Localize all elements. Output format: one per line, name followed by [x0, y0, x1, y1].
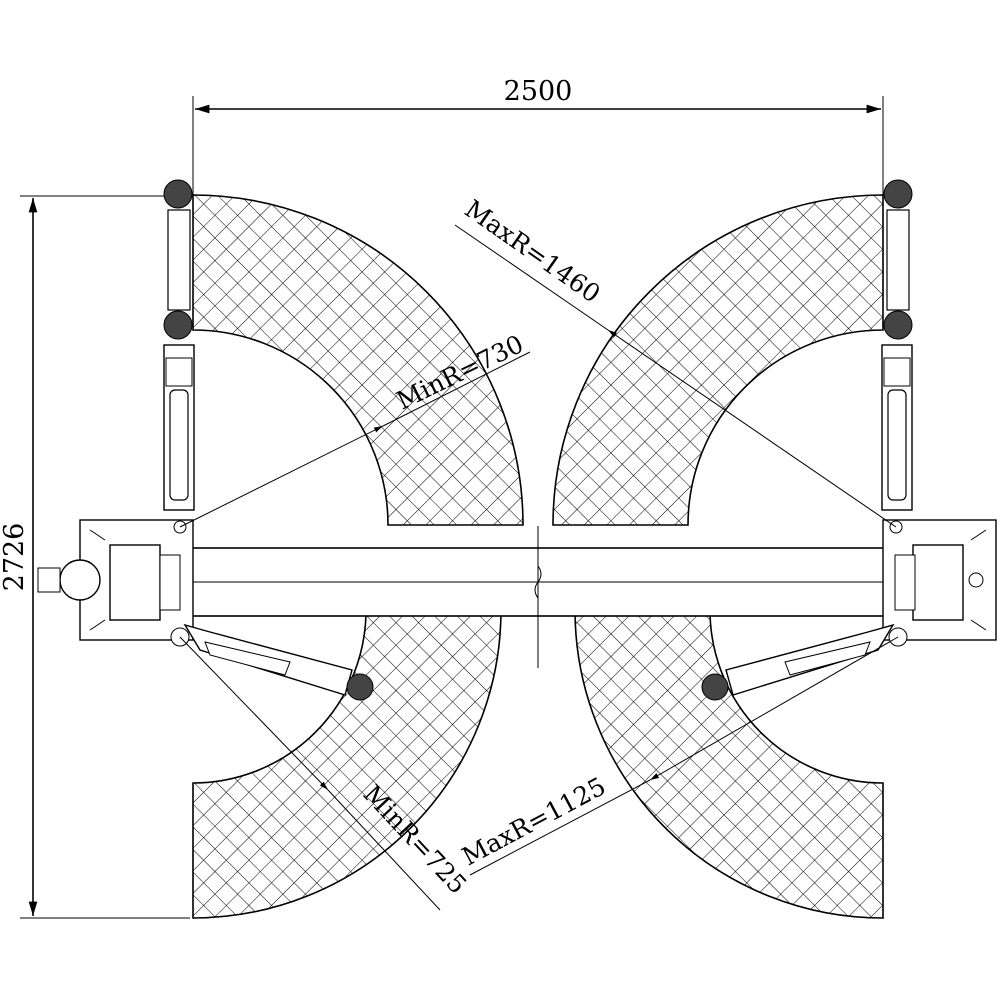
- height-dimension-label: 2726: [0, 523, 30, 592]
- left-upper-arm: [163, 179, 195, 511]
- left-post: [37, 519, 194, 647]
- width-dimension: 2500: [192, 76, 884, 195]
- right-lower-arm: [701, 623, 895, 701]
- lift-pad-icon: [163, 310, 193, 340]
- sweep-upper-left: [192, 194, 524, 526]
- lift-pad-icon: [883, 179, 913, 209]
- sweep-upper-right: [552, 194, 884, 526]
- max-radius-upper-label: MaxR=1460: [460, 194, 606, 308]
- max-radius-lower-label: MaxR=1125: [457, 772, 610, 872]
- cross-beam: [167, 526, 909, 668]
- sweep-lower-left: [192, 609, 502, 919]
- left-lower-arm: [183, 623, 374, 701]
- lift-pad-icon: [346, 673, 374, 701]
- lift-pad-icon: [883, 310, 913, 340]
- right-upper-arm: [881, 179, 913, 511]
- radius-leaders: [179, 224, 899, 911]
- right-post: [882, 519, 997, 647]
- lift-pad-icon: [701, 673, 729, 701]
- lift-pad-icon: [163, 179, 193, 209]
- sweep-lower-right: [574, 609, 884, 919]
- sweep-zones: [192, 194, 884, 919]
- width-dimension-label: 2500: [504, 76, 573, 107]
- height-dimension: 2726: [0, 195, 190, 919]
